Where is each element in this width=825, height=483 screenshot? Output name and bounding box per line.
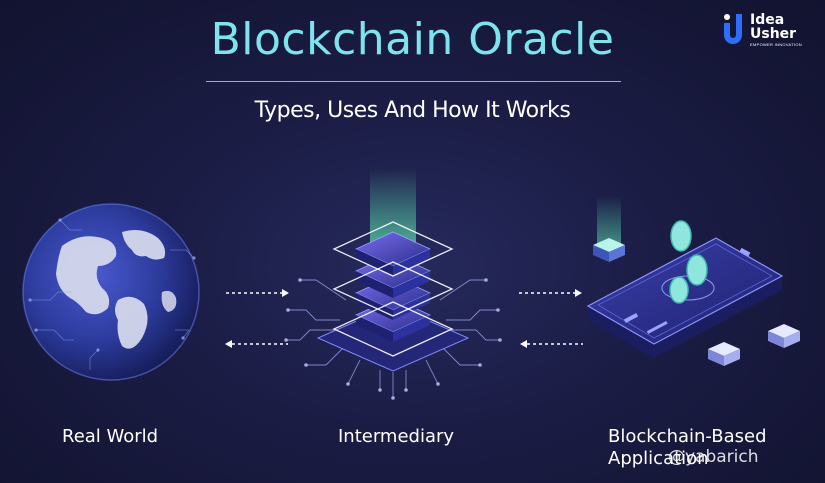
logo-mark-icon xyxy=(724,14,742,44)
page-subtitle: Types, Uses And How It Works xyxy=(254,98,571,123)
caption-intermediary: Intermediary xyxy=(338,426,455,447)
title-divider xyxy=(206,81,621,82)
arrow-right-icon xyxy=(519,289,582,297)
watermark-handle: @yabarich xyxy=(668,447,759,467)
arrow-right-icon xyxy=(226,289,289,297)
caption-real-world: Real World xyxy=(62,426,159,447)
server-stack-icon xyxy=(284,168,502,400)
caption-blockchain-app: Blockchain-Based Application xyxy=(608,426,767,469)
idea-usher-logo: Idea Usher EMPOWER INNOVATION xyxy=(724,12,814,48)
arrow-left-icon xyxy=(520,340,583,348)
logo-word-idea: Idea xyxy=(750,12,785,28)
logo-tagline: EMPOWER INNOVATION xyxy=(750,42,802,47)
globe-icon xyxy=(22,203,200,381)
arrow-left-icon xyxy=(225,340,288,348)
page-title: Blockchain Oracle xyxy=(210,14,615,65)
logo-word-usher: Usher xyxy=(750,26,797,42)
phone-app-icon xyxy=(586,196,800,366)
